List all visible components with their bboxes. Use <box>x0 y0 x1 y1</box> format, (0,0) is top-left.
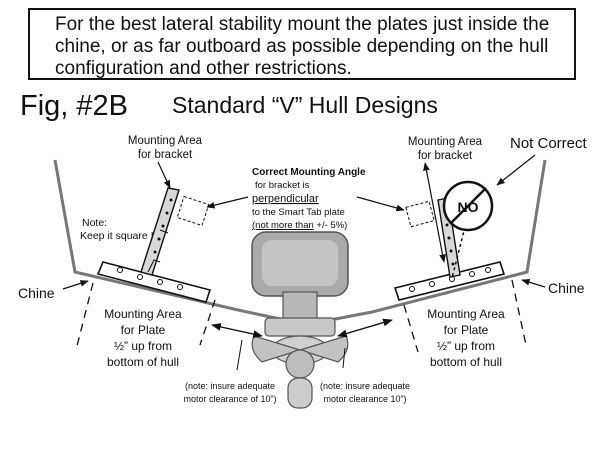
left-bracket <box>140 187 180 276</box>
mounting-area-bracket-left-line2: for bracket <box>138 149 193 161</box>
plate-area-left-line4: bottom of hull <box>107 355 179 369</box>
instruction-note-box: For the best lateral stability mount the… <box>28 8 576 80</box>
not-correct-pointer <box>496 154 536 186</box>
left-bracket-pointer <box>157 161 171 189</box>
right-bracket-pointer <box>423 162 446 263</box>
motor-note-left-line1: (note: insure adequate <box>185 381 275 391</box>
plate-area-left-line3: ½” up from <box>114 339 172 353</box>
motor-clearance-arrow-left <box>211 323 263 338</box>
plate-area-right-line4: bottom of hull <box>430 355 502 369</box>
chine-right-label: Chine <box>548 280 585 296</box>
motor-note-left-line2: motor clearance of 10”) <box>183 394 276 404</box>
chine-left-pointer <box>62 280 89 290</box>
correct-angle-line3: to the Smart Tab plate <box>252 207 345 218</box>
motor-note-right-line2: motor clearance 10”) <box>323 394 406 404</box>
motor-note-left-pointer <box>236 339 243 371</box>
correct-angle-arrow-right <box>356 196 405 212</box>
instruction-note-text: For the best lateral stability mount the… <box>55 14 550 79</box>
left-bracket-dashed-area <box>176 195 210 227</box>
figure-label: Fig, #2B <box>20 90 128 122</box>
outboard-motor <box>251 231 349 409</box>
no-symbol <box>442 180 494 232</box>
mounting-area-bracket-right-line1: Mounting Area <box>408 136 483 148</box>
note-square-line1: Note: <box>82 217 107 229</box>
hull-outline <box>53 159 547 322</box>
motor-note-right-line1: (note: insure adequate <box>320 381 410 391</box>
correct-angle-arrow-left <box>206 196 249 209</box>
correct-angle-tolerance: (not more than +/- 5%) <box>252 220 347 231</box>
correct-angle-title: Correct Mounting Angle <box>252 167 366 178</box>
plate-area-dashed-right <box>403 279 527 353</box>
not-correct-label: Not Correct <box>510 135 588 152</box>
figure-title: Standard “V” Hull Designs <box>172 92 438 118</box>
right-bracket-dotted-line <box>451 214 469 279</box>
chine-left-label: Chine <box>18 285 55 301</box>
correct-angle-tolerance-rest: +/- 5%) <box>314 220 348 231</box>
correct-angle-line2: perpendicular <box>252 193 319 205</box>
no-symbol-text: NO <box>458 199 479 215</box>
plate-area-left-line2: for Plate <box>121 323 166 337</box>
left-plate <box>96 261 212 303</box>
correct-angle-tolerance-underlined: (not more than <box>252 220 314 231</box>
plate-area-right-line1: Mounting Area <box>427 307 505 321</box>
plate-area-right-line3: ½” up from <box>437 339 495 353</box>
mounting-area-bracket-right-line2: for bracket <box>418 150 473 162</box>
mounting-area-bracket-left-line1: Mounting Area <box>128 135 203 147</box>
note-square-line2: Keep it square ! <box>80 230 154 242</box>
chine-right-pointer <box>521 278 546 288</box>
motor-note-right-pointer <box>342 347 346 369</box>
motor-clearance-arrow-right <box>337 318 393 338</box>
right-bracket-dashed-area <box>405 200 435 228</box>
plate-area-dashed-left <box>75 282 216 351</box>
plate-area-left-line1: Mounting Area <box>104 307 182 321</box>
plate-area-right-line2: for Plate <box>444 323 489 337</box>
correct-angle-line1: for bracket is <box>255 180 310 191</box>
